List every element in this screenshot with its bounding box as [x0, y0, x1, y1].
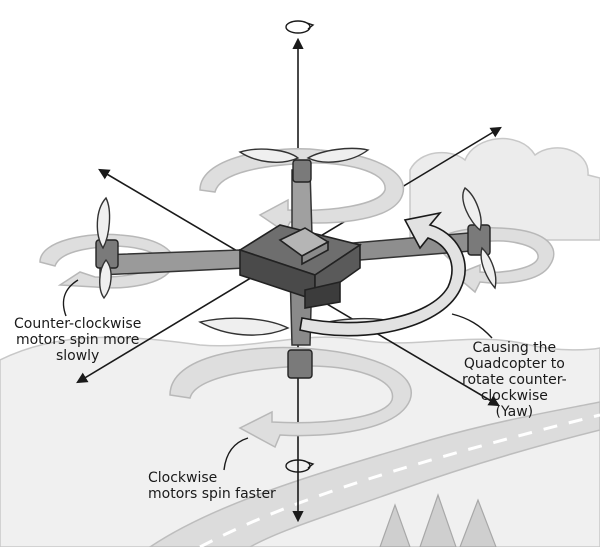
propeller-icon [96, 147, 497, 336]
road-center-line [199, 413, 600, 547]
label-cw-motors: Clockwise motors spin faster [148, 470, 276, 502]
trees [379, 493, 497, 547]
central-hub [238, 224, 362, 309]
yaw-arrow-icon [299, 211, 466, 337]
callout-lines [62, 279, 493, 471]
rotation-icon [285, 20, 315, 34]
label-ccw-motors: Counter-clockwise motors spin more slowl… [14, 316, 142, 364]
quadcopter [95, 147, 497, 379]
label-yaw-effect: Causing the Quadcopter to rotate counter… [462, 340, 567, 420]
rotation-icon [285, 459, 315, 473]
leader-cw [223, 437, 249, 471]
leader-ccw [62, 279, 79, 317]
cloud [409, 137, 600, 241]
arm-left [99, 249, 246, 276]
motor-icon [95, 159, 491, 379]
leader-yaw [451, 313, 493, 339]
